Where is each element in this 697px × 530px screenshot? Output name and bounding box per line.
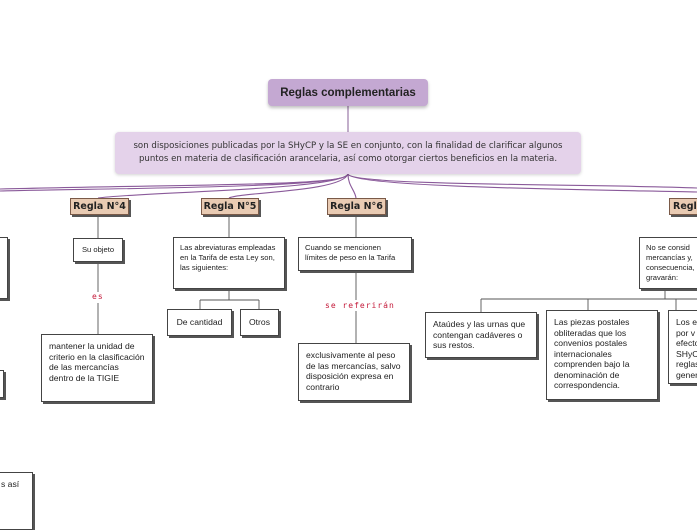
description-text: son disposiciones publicadas por la SHyC… — [133, 141, 563, 164]
r6-result-text: exclusivamente al peso de las mercancías… — [306, 350, 401, 392]
regla-6-label: Regla N°6 — [330, 201, 383, 212]
right-ataudes-node[interactable]: Ataúdes y las urnas que contengan cadáve… — [425, 312, 537, 358]
regla-5-node[interactable]: Regla N°5 — [201, 198, 259, 215]
description-node[interactable]: son disposiciones publicadas por la SHyC… — [115, 132, 581, 174]
regla-6-node[interactable]: Regla N°6 — [327, 198, 386, 215]
right-ataudes-text: Ataúdes y las urnas que contengan cadáve… — [433, 319, 526, 350]
r5-otros-text: Otros — [248, 317, 270, 328]
r5-abreviaturas-text: Las abreviaturas empleadas en la Tarifa … — [180, 243, 276, 272]
right-piezas-postales-text: Las piezas postales obliteradas que los … — [554, 317, 630, 390]
right-no-se-consideran-text: No se consid mercancías y, consecuencia,… — [646, 243, 695, 282]
right-piezas-postales-node[interactable]: Las piezas postales obliteradas que los … — [546, 310, 658, 400]
root-title: Reglas complementarias — [280, 86, 416, 99]
left-fragment-box-3[interactable]: s así — [0, 472, 33, 530]
right-fragment-node[interactable]: Los e por v efecto SHyC reglas gener — [668, 310, 697, 384]
connector-desc-reglas — [0, 173, 697, 199]
regla-4-label: Regla N°4 — [73, 201, 126, 212]
r6-link-label: se referirán — [325, 301, 395, 310]
r6-result-node[interactable]: exclusivamente al peso de las mercancías… — [298, 343, 410, 401]
r5-cantidad-text: De cantidad — [176, 317, 223, 328]
connector-tree-lines — [97, 212, 697, 343]
regla-5-label: Regla N°5 — [203, 201, 257, 212]
r4-result-text: mantener la unidad de criterio en la cla… — [49, 341, 145, 383]
r4-objeto-node[interactable]: Su objeto — [73, 238, 123, 262]
r5-otros-node[interactable]: Otros — [240, 309, 279, 336]
root-node[interactable]: Reglas complementarias — [268, 79, 428, 106]
r4-link-label: es — [92, 292, 104, 301]
r4-result-node[interactable]: mantener la unidad de criterio en la cla… — [41, 334, 153, 402]
r5-cantidad-node[interactable]: De cantidad — [167, 309, 232, 336]
regla-4-node[interactable]: Regla N°4 — [70, 198, 129, 215]
left-fragment-box-2[interactable] — [0, 370, 4, 398]
left-fragment-box-1[interactable] — [0, 237, 8, 299]
right-fragment-text: Los e por v efecto SHyC reglas gener — [676, 317, 697, 380]
r6-limites-text: Cuando se mencionen límites de peso en l… — [305, 243, 396, 262]
r5-abreviaturas-node[interactable]: Las abreviaturas empleadas en la Tarifa … — [173, 237, 285, 289]
regla-right-node[interactable]: Regla — [669, 198, 697, 215]
r6-limites-node[interactable]: Cuando se mencionen límites de peso en l… — [298, 237, 412, 271]
right-no-se-consideran-node[interactable]: No se consid mercancías y, consecuencia,… — [639, 237, 697, 289]
left-fragment-text: s así — [1, 479, 20, 489]
regla-right-label: Regla — [673, 201, 697, 212]
r4-objeto-text: Su objeto — [81, 245, 115, 254]
